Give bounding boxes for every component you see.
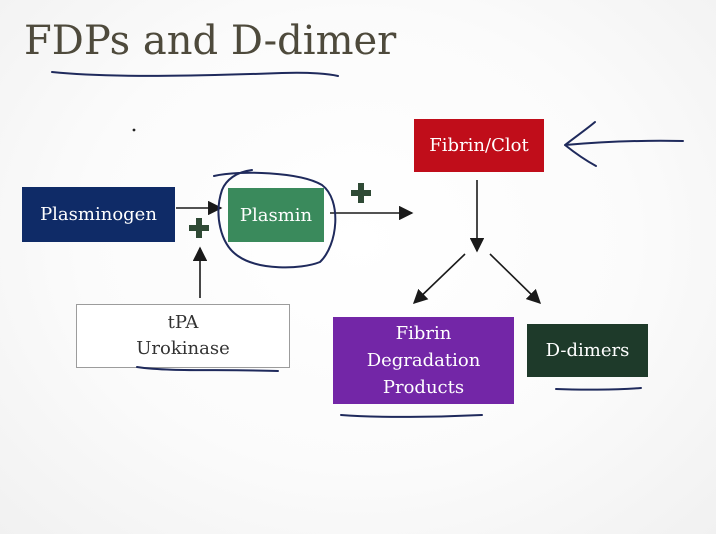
activators-box: tPA Urokinase [76,304,290,368]
fibrin-clot-box: Fibrin/Clot [414,119,544,172]
arrow-to-fdp [412,253,466,304]
d-dimers-label: D-dimers [545,340,630,361]
plus-icon [351,183,371,203]
title-underline-stroke [51,71,339,77]
fdp-underline-stroke [340,414,483,418]
tpa-label: tPA [167,312,199,333]
fibrin-pointer-arrow-stroke [564,121,684,167]
plus-icon [189,218,209,238]
fibrin-degradation-products-box: Fibrin Degradation Products [333,317,514,404]
d-dimers-underline-stroke [555,387,642,391]
stray-dot [132,128,136,132]
slide-title: FDPs and D-dimer [24,18,397,64]
fdp-line-1: Fibrin [395,323,452,344]
urokinase-label: Urokinase [136,338,230,359]
d-dimers-box: D-dimers [527,324,648,377]
plasminogen-label: Plasminogen [40,204,157,225]
plasmin-label: Plasmin [239,204,313,226]
fdp-line-3: Products [382,377,465,398]
plasmin-box: Plasmin [228,188,324,242]
plasminogen-box: Plasminogen [22,187,175,242]
arrow-to-d-dimers [489,253,542,305]
fdp-line-2: Degradation [366,350,481,371]
fibrin-clot-label: Fibrin/Clot [429,135,529,156]
